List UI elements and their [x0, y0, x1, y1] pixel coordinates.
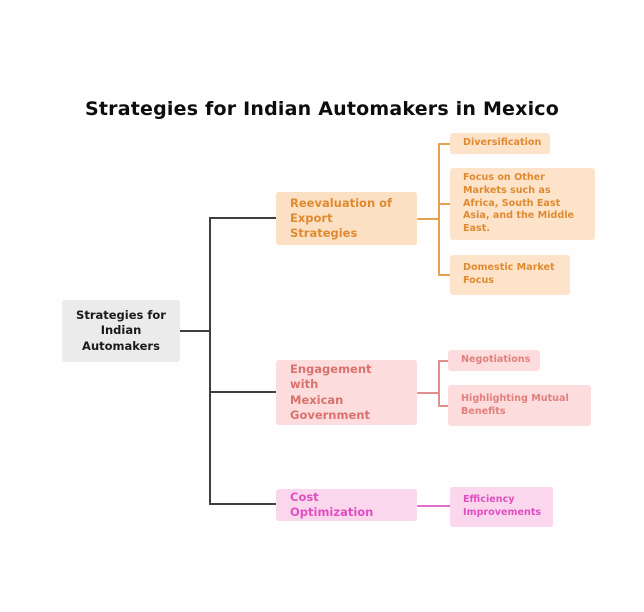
leaf-node-label: Highlighting Mutual Benefits: [461, 392, 569, 417]
branch-1-connector-stem: [417, 392, 439, 394]
root-node[interactable]: Strategies for Indian Automakers: [62, 300, 180, 362]
leaf-node-focus-on-other-markets[interactable]: Focus on Other Markets such as Africa, S…: [450, 168, 595, 240]
branch-node-label: Engagement with Mexican Government: [290, 362, 372, 422]
branch-0-connector-arm-2: [438, 274, 452, 276]
root-connector-stem: [180, 330, 210, 332]
branch-node-engagement-with-mexican-government[interactable]: Engagement with Mexican Government: [276, 360, 417, 425]
branch-node-cost-optimization[interactable]: Cost Optimization: [276, 489, 417, 521]
branch-1-connector-spine: [438, 360, 440, 406]
leaf-node-label: Negotiations: [461, 354, 531, 366]
root-connector-spine: [209, 217, 211, 503]
leaf-node-label: Diversification: [463, 137, 542, 149]
branch-0-connector-arm-0: [438, 143, 452, 145]
leaf-node-label: Efficiency Improvements: [463, 494, 542, 518]
root-node-label: Strategies for Indian Automakers: [76, 308, 166, 353]
branch-node-label: Cost Optimization: [290, 489, 374, 519]
branch-0-connector-arm-1: [438, 203, 452, 205]
leaf-node-label: Focus on Other Markets such as Africa, S…: [463, 172, 575, 234]
leaf-node-diversification[interactable]: Diversification: [450, 133, 550, 154]
branch-node-reevaluation-of-export-strategies[interactable]: Reevaluation of Export Strategies: [276, 192, 417, 245]
leaf-node-efficiency-improvements[interactable]: Efficiency Improvements: [450, 487, 553, 527]
branch-0-connector-stem: [417, 218, 439, 220]
diagram-title: Strategies for Indian Automakers in Mexi…: [84, 98, 560, 120]
branch-2-connector-stem: [417, 505, 452, 507]
leaf-node-negotiations[interactable]: Negotiations: [448, 350, 540, 371]
root-connector-arm-0: [209, 217, 277, 219]
branch-node-label: Reevaluation of Export Strategies: [290, 195, 393, 241]
branch-1-connector-arm-0: [438, 360, 450, 362]
branch-1-connector-arm-1: [438, 405, 450, 407]
root-connector-arm-2: [209, 503, 277, 505]
leaf-node-label: Domestic Market Focus: [463, 262, 555, 286]
branch-0-connector-spine: [438, 143, 440, 275]
root-connector-arm-1: [209, 391, 277, 393]
leaf-node-highlighting-mutual-benefits[interactable]: Highlighting Mutual Benefits: [448, 385, 591, 426]
leaf-node-domestic-market-focus[interactable]: Domestic Market Focus: [450, 255, 570, 295]
